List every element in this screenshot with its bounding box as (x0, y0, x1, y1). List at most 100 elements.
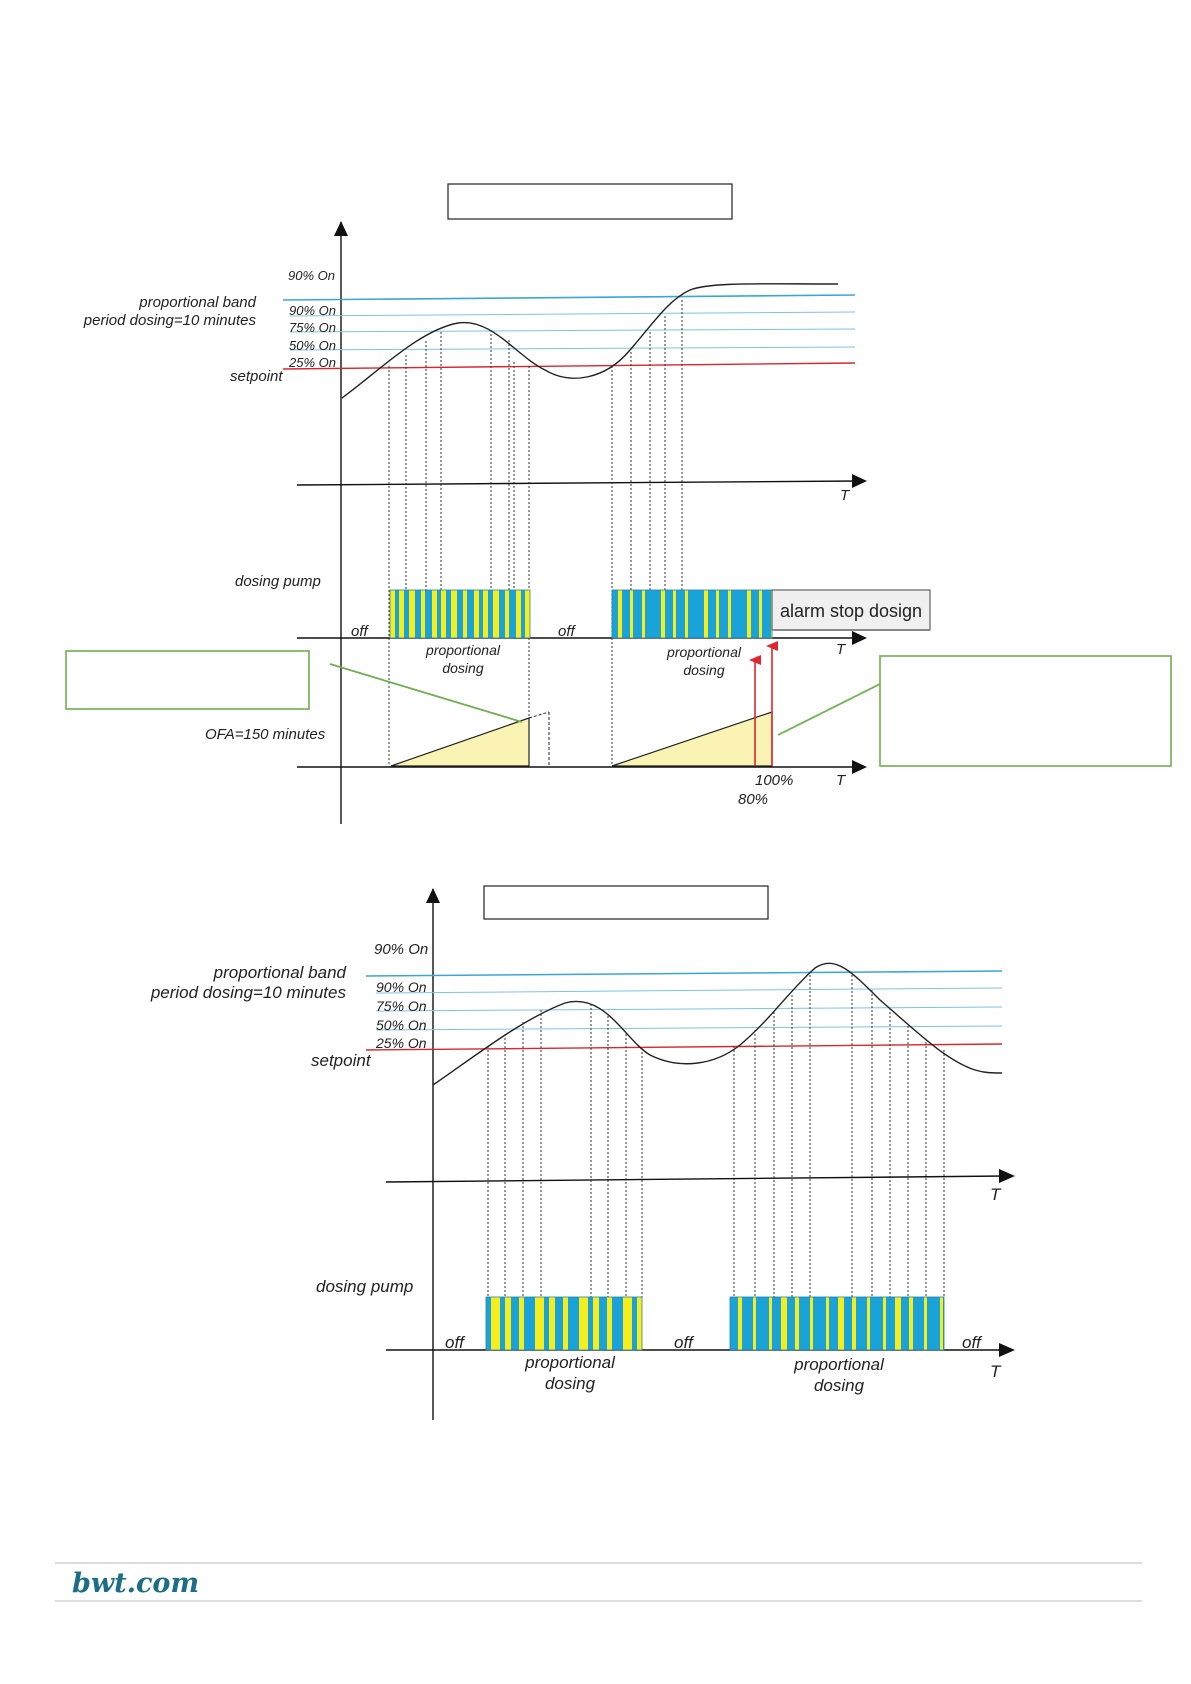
diagram-1-setpoint-line (282, 362, 856, 370)
diagram-1-vertical-axis-arrow-icon (334, 221, 348, 236)
pump-on-stripe (795, 1297, 799, 1350)
d1-75-label: 75% On (289, 320, 336, 335)
pump-block-border (485, 1296, 643, 1351)
pump-on-stripe (505, 1297, 511, 1350)
d1-proportional-band-label: proportional band (138, 294, 256, 311)
pump-on-stripe (579, 1297, 588, 1350)
pump-on-stripe (642, 590, 645, 638)
pump-on-stripe (637, 1297, 642, 1350)
diagram-2-90-line (375, 987, 1003, 994)
diagram-1-pump-block-2 (611, 589, 773, 639)
d1-100-label: 100% (755, 772, 793, 789)
d2-period-label: period dosing=10 minutes (150, 983, 347, 1002)
ofa-ramp-2 (611, 711, 773, 767)
pump-on-stripe (704, 590, 708, 638)
d1-period-label: period dosing=10 minutes (83, 312, 257, 329)
pump-on-stripe (883, 1297, 886, 1350)
diagram-2-75-line (375, 1006, 1003, 1012)
diagram-2-50-line (375, 1025, 1003, 1031)
ofa-ramp-1 (390, 717, 530, 767)
diagram-2-title-box (483, 885, 769, 920)
d2-25-label: 25% On (375, 1035, 427, 1051)
pump-on-stripe (673, 590, 676, 638)
diagram-1-time-axis-1 (296, 480, 859, 486)
d1-off-label-2: off (558, 623, 577, 640)
pump-on-stripe (491, 1297, 500, 1350)
d1-time-label-1: T (840, 487, 851, 504)
pump-on-stripe (781, 1297, 787, 1350)
pump-on-stripe (852, 1297, 856, 1350)
callout-box-left (65, 650, 310, 710)
diagram-1-ofa-axis-arrow-icon (852, 760, 867, 774)
d2-time-label-1: T (990, 1185, 1002, 1204)
pump-on-stripe (909, 1297, 913, 1350)
pump-on-stripe (474, 590, 479, 638)
d1-time-label-2: T (836, 641, 847, 658)
pump-on-stripe (685, 590, 688, 638)
diagram-1-dotted-guides (388, 300, 683, 766)
pump-on-stripe (826, 1297, 829, 1350)
d1-90-label: 90% On (289, 303, 336, 318)
pump-on-stripe (759, 590, 762, 638)
diagram-1-proportional-band-line (282, 294, 856, 301)
diagram-1-pump-axis-arrow-icon (852, 631, 867, 645)
d1-time-label-3: T (836, 772, 847, 789)
pump-on-stripe (867, 1297, 870, 1350)
d2-50-label: 50% On (376, 1017, 427, 1033)
d2-off-label-3: off (962, 1333, 983, 1352)
diagram-1-pump-block-1 (389, 589, 531, 639)
diagram-2-process-curve (432, 962, 1003, 1086)
diagram-1: 90% On proportional band period dosing=1… (65, 183, 1172, 824)
pump-on-stripe (493, 590, 499, 638)
d1-ofa-label: OFA=150 minutes (205, 726, 326, 743)
d2-dosing-pump-label: dosing pump (316, 1277, 413, 1296)
d2-proportional-band-label: proportional band (213, 963, 347, 982)
d2-off-label-1: off (445, 1333, 466, 1352)
diagram-2-time-axis-1 (385, 1175, 1006, 1183)
diagram-1-50-line (289, 346, 856, 351)
d1-25-label: 25% On (288, 355, 336, 370)
pump-on-stripe (549, 1297, 555, 1350)
callout-box-right (879, 655, 1172, 767)
bwt-logo[interactable]: bwt.com (72, 1568, 199, 1599)
diagram-1-90-line (289, 311, 856, 317)
pump-on-stripe (563, 1297, 568, 1350)
pump-on-stripe (623, 1297, 632, 1350)
pump-on-stripe (432, 590, 437, 638)
diagram-2-pump-axis-arrow-icon (999, 1343, 1015, 1357)
diagram-2-pump-block-2 (729, 1296, 945, 1351)
pump-block-background (612, 590, 772, 638)
diagram-2-vertical-axis-arrow-icon (426, 888, 440, 903)
footer: bwt.com (55, 1562, 1142, 1602)
diagram-2-time-axis-1-arrow-icon (999, 1169, 1015, 1183)
pump-on-stripe (738, 1297, 742, 1350)
diagram-1-process-curve (341, 283, 839, 399)
d2-top-90-label: 90% On (374, 941, 428, 958)
pump-on-stripe (607, 1297, 612, 1350)
pump-block-border (389, 589, 531, 639)
alarm-stop-label: alarm stop dosign (780, 601, 922, 621)
pump-on-stripe (747, 590, 751, 638)
d2-75-label: 75% On (376, 998, 427, 1014)
d2-time-label-2: T (990, 1362, 1002, 1381)
pump-on-stripe (924, 1297, 927, 1350)
d2-90-label: 90% On (376, 979, 427, 995)
diagram-2-proportional-band-line (365, 970, 1003, 977)
diagram-1-75-line (289, 328, 856, 333)
pump-on-stripe (451, 590, 457, 638)
pump-on-stripe (390, 590, 395, 638)
d1-top-90-label: 90% On (288, 268, 335, 283)
pump-on-stripe (630, 590, 633, 638)
d1-prop-label-2a: proportional (666, 644, 742, 660)
pump-on-stripe (940, 1297, 943, 1350)
pump-on-stripe (769, 1297, 772, 1350)
pump-on-stripe (463, 590, 467, 638)
pump-on-stripe (483, 590, 488, 638)
diagram-1-title-box (447, 183, 733, 220)
pump-on-stripe (421, 590, 425, 638)
pump-on-stripe (516, 590, 521, 638)
pump-on-stripe (505, 590, 509, 638)
d1-off-label-1: off (351, 623, 370, 640)
pump-block-background (730, 1297, 944, 1350)
d1-prop-label-2b: dosing (683, 662, 724, 678)
